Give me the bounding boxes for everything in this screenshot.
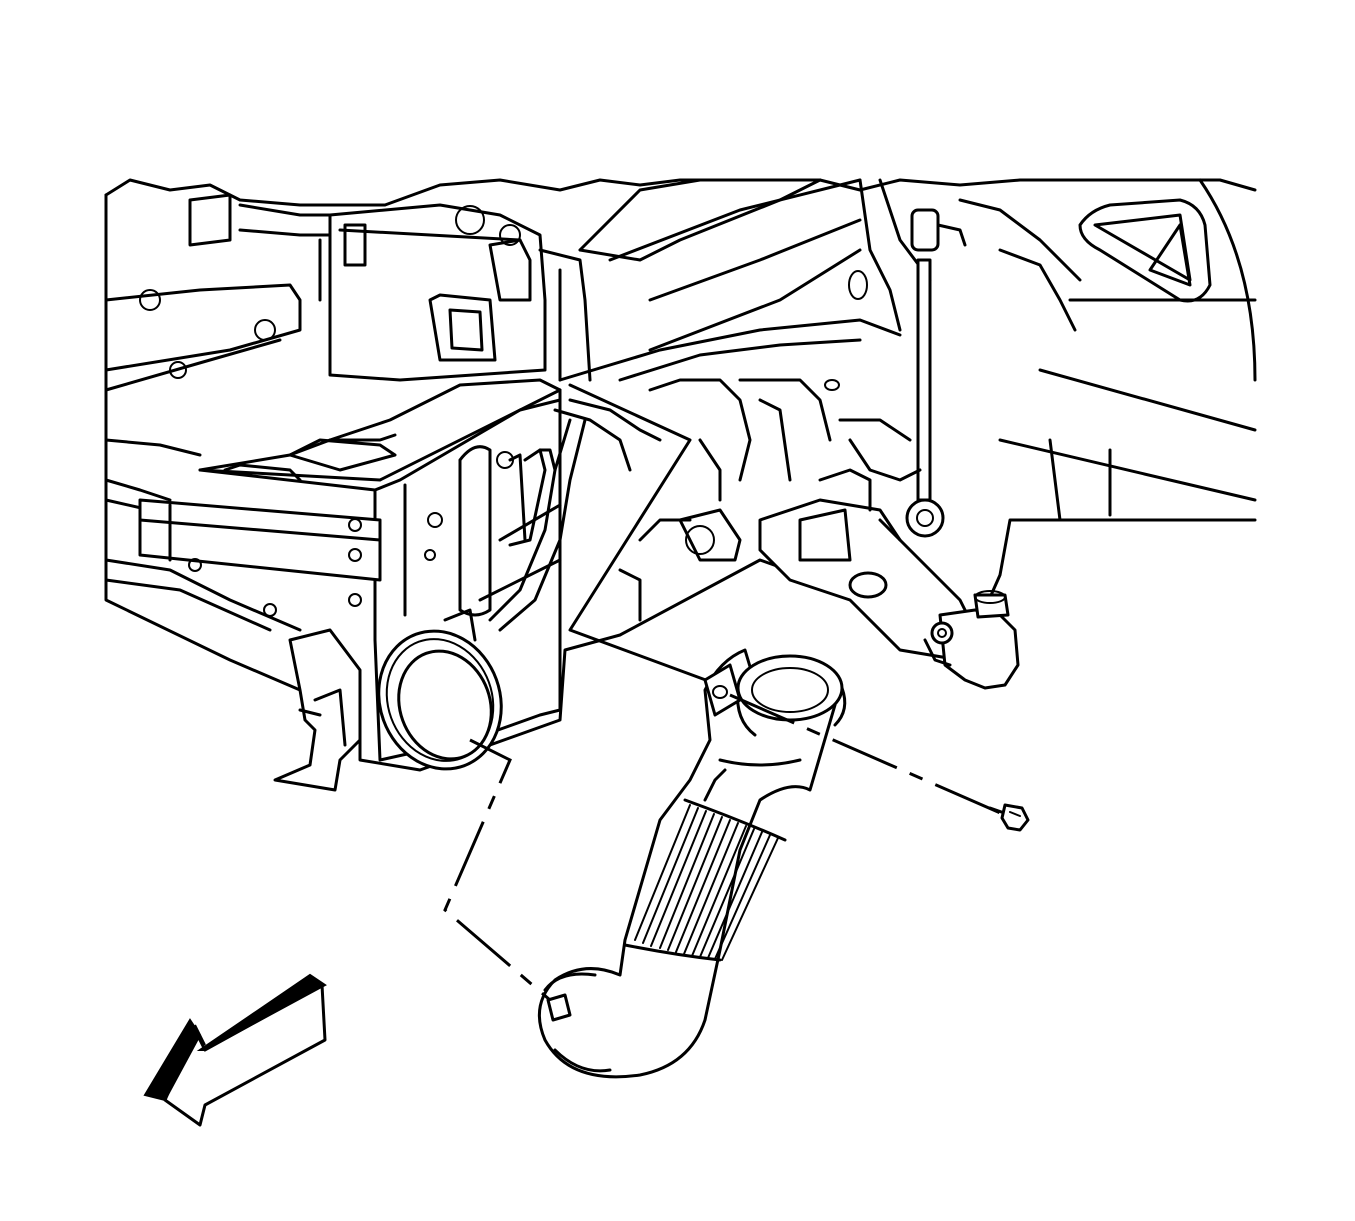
- lower-bracket: [273, 628, 362, 792]
- callout-outline: [568, 383, 762, 702]
- intake-port: [377, 608, 503, 771]
- engine-cradle: [558, 178, 1257, 522]
- air-intake-duct: [537, 648, 847, 1079]
- stabilizer-link: [905, 208, 967, 538]
- ball-joint: [923, 590, 1020, 690]
- front-direction-arrow-icon: [143, 973, 327, 1127]
- duct-mounting-bolt: [988, 803, 1030, 832]
- duct-alignment-line: [443, 738, 551, 1002]
- bolt-alignment-line: [729, 693, 1006, 817]
- wiring-harness: [488, 398, 662, 632]
- vehicle-front-frame: [104, 178, 1257, 772]
- corrugation-ribs: [634, 804, 779, 961]
